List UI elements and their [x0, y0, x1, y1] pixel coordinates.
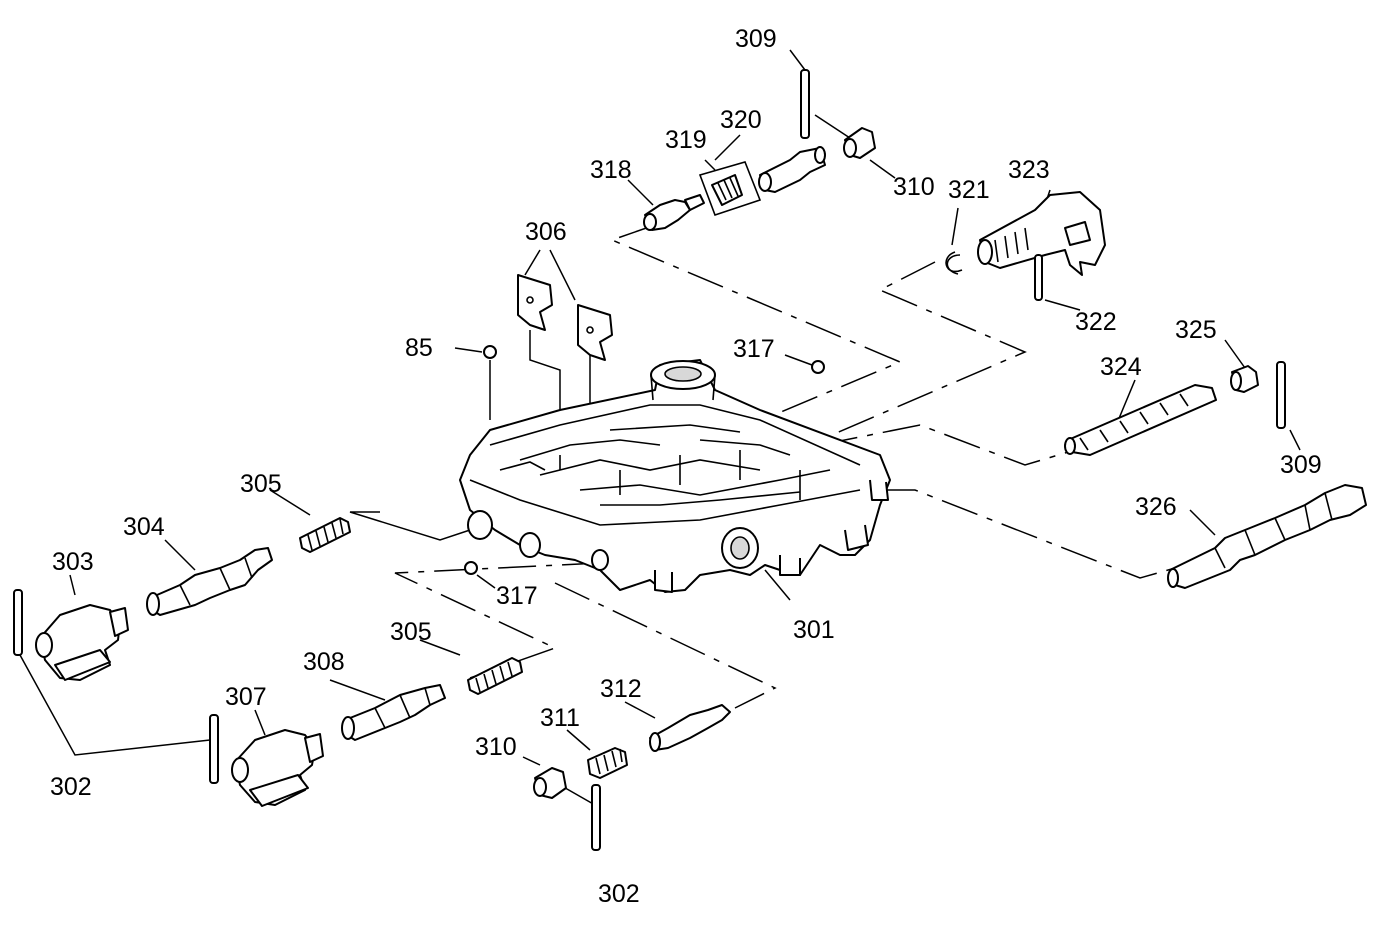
- label-317-top: 317: [733, 335, 775, 363]
- label-321: 321: [948, 176, 990, 204]
- valve-body-301: [459, 359, 891, 593]
- label-310-bottom: 310: [475, 733, 517, 761]
- callout-labels: 309 320 319 318 310 321 323 306 322 325 …: [50, 25, 1322, 908]
- spring-311: [587, 747, 628, 779]
- label-325: 325: [1175, 316, 1217, 344]
- spring-319: [698, 161, 762, 217]
- solenoid-307: [231, 729, 324, 807]
- label-301: 301: [793, 616, 835, 644]
- top-valve-train: [643, 69, 876, 231]
- alignment-lines: [349, 224, 1176, 709]
- valve-320: [758, 146, 826, 193]
- label-318: 318: [590, 156, 632, 184]
- pin-302-bottom: [591, 784, 601, 851]
- plug-310-bottom: [533, 767, 567, 799]
- label-319: 319: [665, 126, 707, 154]
- label-312: 312: [600, 675, 642, 703]
- plug-325: [1230, 365, 1259, 393]
- plug-310-top: [843, 127, 876, 159]
- label-302-left: 302: [50, 773, 92, 801]
- label-309-right: 309: [1280, 451, 1322, 479]
- pin-309-right: [1276, 361, 1286, 429]
- label-310-top: 310: [893, 173, 935, 201]
- check-balls: [464, 345, 825, 575]
- spring-305-lower: [467, 657, 523, 695]
- label-85: 85: [405, 334, 433, 362]
- label-311: 311: [540, 704, 580, 732]
- label-308: 308: [303, 648, 345, 676]
- valve-304: [146, 547, 273, 616]
- label-324: 324: [1100, 353, 1142, 381]
- label-323: 323: [1008, 156, 1050, 184]
- ball-317-top: [811, 360, 825, 374]
- clip-321: [945, 251, 963, 275]
- label-309-top: 309: [735, 25, 777, 53]
- pin-302-mid: [209, 714, 219, 784]
- ball-85: [483, 345, 497, 359]
- valve-318: [643, 194, 705, 231]
- label-304: 304: [123, 513, 165, 541]
- pin-322: [1034, 254, 1043, 301]
- label-306: 306: [525, 218, 567, 246]
- label-317-mid: 317: [496, 582, 538, 610]
- label-303: 303: [52, 548, 94, 576]
- pin-302-left: [13, 589, 23, 656]
- label-305-lower: 305: [390, 618, 432, 646]
- label-320: 320: [720, 106, 762, 134]
- valve-326: [1167, 484, 1367, 589]
- label-302-bottom: 302: [598, 880, 640, 908]
- label-326: 326: [1135, 493, 1177, 521]
- valve-308: [341, 684, 446, 741]
- clip-306: [517, 274, 613, 361]
- spring-305-left: [299, 517, 351, 553]
- solenoid-303: [35, 604, 129, 681]
- pin-309-top: [800, 69, 810, 139]
- valve-312: [649, 704, 731, 752]
- label-305-left: 305: [240, 470, 282, 498]
- label-322: 322: [1075, 308, 1117, 336]
- screen-324: [1064, 384, 1217, 456]
- label-307: 307: [225, 683, 267, 711]
- ball-317-mid: [464, 561, 478, 575]
- solenoid-323: [977, 191, 1106, 276]
